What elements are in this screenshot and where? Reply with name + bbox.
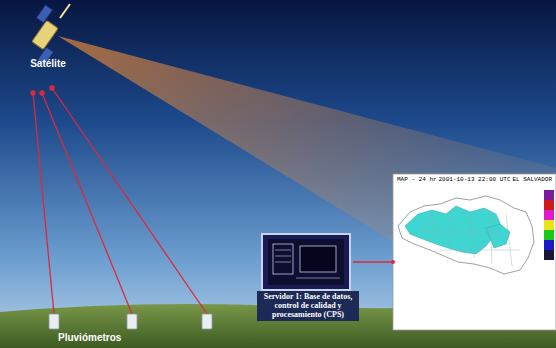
connector-line — [353, 261, 393, 262]
rain-gauges — [49, 314, 212, 329]
satellite-node: Satélite — [18, 58, 78, 69]
map-node: MAP - 24 hr2001-10-13 22:00 UTCEL SALVAD… — [393, 174, 556, 330]
color-scale — [544, 190, 554, 260]
satellite-icon — [32, 4, 70, 65]
connector — [353, 260, 395, 264]
node-text: Servidor 1: Base de datos, control de ca… — [257, 291, 359, 321]
gauge-links — [31, 86, 207, 314]
node-text: EL SALVADOR — [512, 176, 552, 183]
node-text: MAP - 24 hr — [397, 176, 437, 183]
server-node: Servidor 1: Base de datos, control de ca… — [257, 234, 359, 321]
node-text: Satélite — [18, 58, 78, 69]
connector-dot — [391, 260, 395, 264]
part-label: Pluviómetros — [58, 332, 121, 343]
server-icon — [262, 234, 350, 290]
map-image — [393, 174, 556, 330]
node-text: 2001-10-13 22:00 UTC — [438, 176, 510, 183]
